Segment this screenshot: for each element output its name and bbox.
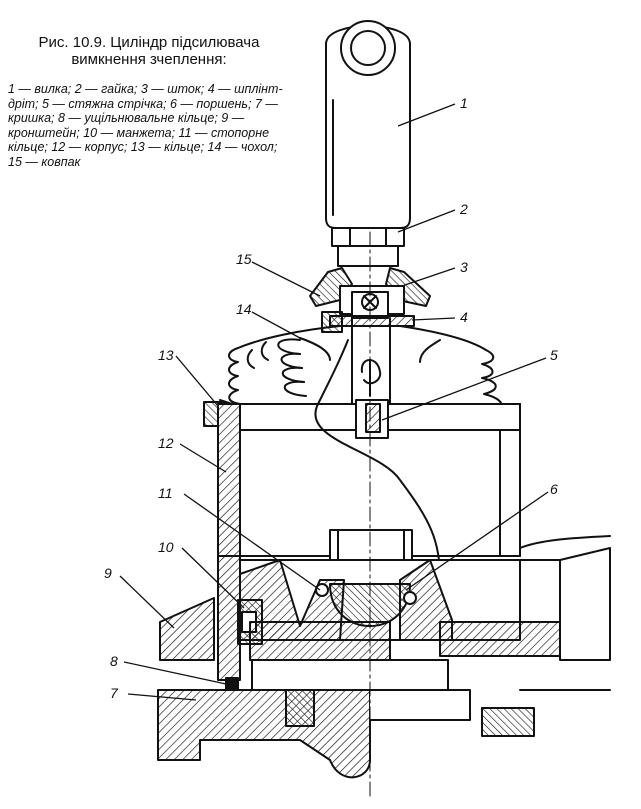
leader-line-14 bbox=[251, 311, 301, 339]
callout-3: 3 bbox=[460, 259, 468, 275]
piston-part bbox=[239, 529, 521, 641]
o-ring-part bbox=[225, 677, 239, 691]
callout-9: 9 bbox=[104, 565, 112, 581]
retaining-ring-part bbox=[315, 583, 417, 605]
caption-title: Рис. 10.9. Циліндр підсилювача вимкнення… bbox=[38, 34, 260, 68]
boot-part bbox=[228, 325, 521, 409]
callout-2: 2 bbox=[459, 201, 468, 217]
leader-line-6 bbox=[405, 491, 549, 591]
figure-caption: Рис. 10.9. Циліндр підсилювача вимкнення… bbox=[8, 34, 290, 170]
caption-legend: 1 — вилка; 2 — гайка; 3 — шток; 4 — шплі… bbox=[8, 82, 283, 169]
callout-14: 14 bbox=[236, 301, 252, 317]
bracket-part bbox=[159, 547, 611, 661]
leader-line-5 bbox=[381, 357, 547, 421]
fork-part bbox=[325, 20, 411, 229]
split-pin-wire-part bbox=[321, 311, 415, 333]
callout-11: 11 bbox=[158, 485, 173, 501]
spring-curve-2 bbox=[317, 339, 349, 405]
callout-10: 10 bbox=[158, 539, 174, 555]
leader-line-9 bbox=[119, 575, 175, 629]
nut-part bbox=[331, 227, 405, 267]
leader-line-1 bbox=[397, 103, 456, 127]
leader-line-15 bbox=[251, 261, 321, 297]
leader-line-10 bbox=[181, 547, 245, 609]
leader-line-13 bbox=[175, 355, 219, 407]
leader-line-7 bbox=[127, 693, 197, 701]
callout-5: 5 bbox=[550, 347, 558, 363]
callout-1: 1 bbox=[460, 95, 468, 111]
leader-line-4 bbox=[411, 317, 456, 321]
leader-line-8 bbox=[123, 661, 227, 685]
spring-curve bbox=[314, 403, 441, 581]
callout-6: 6 bbox=[550, 481, 558, 497]
leader-line-11 bbox=[183, 493, 321, 591]
callout-8: 8 bbox=[110, 653, 118, 669]
callout-12: 12 bbox=[158, 435, 174, 451]
leader-line-2 bbox=[397, 209, 456, 233]
callout-7: 7 bbox=[110, 685, 119, 701]
tension-band-part bbox=[355, 359, 389, 439]
callout-13: 13 bbox=[158, 347, 174, 363]
callout-15: 15 bbox=[236, 251, 252, 267]
leader-line-12 bbox=[179, 443, 227, 473]
leader-line-3 bbox=[401, 267, 456, 287]
callout-4: 4 bbox=[460, 309, 468, 325]
